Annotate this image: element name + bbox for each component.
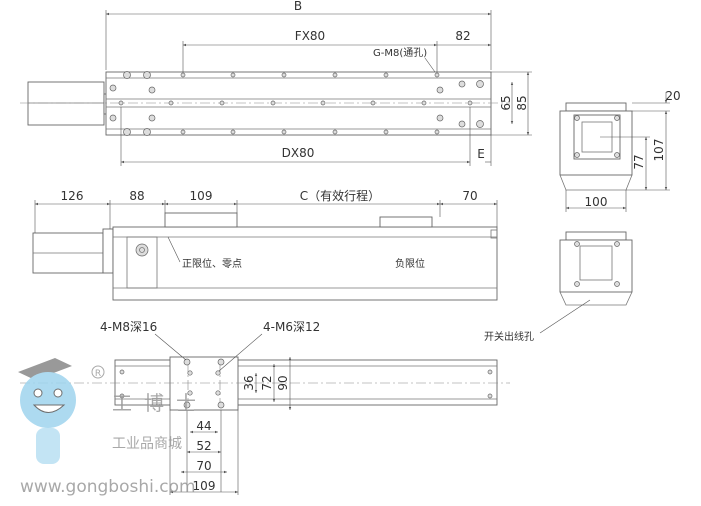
mounting-hole — [458, 80, 466, 88]
dim-77-label: 77 — [632, 154, 646, 169]
mounting-hole — [476, 120, 484, 128]
mounting-hole — [148, 86, 156, 94]
negative-limit-label: 负限位 — [395, 257, 425, 270]
mounting-hole — [476, 80, 484, 88]
top-view: B FX80 82 G-M8(通孔) DX80 E 65 85 — [20, 0, 532, 166]
url-watermark: www.gongboshi.com — [20, 477, 196, 497]
dim-c-label: C（有效行程） — [300, 188, 380, 203]
brand-watermark: 工博士 — [112, 391, 208, 415]
mounting-hole — [281, 129, 287, 135]
dim-70-label: 70 — [462, 189, 477, 203]
slogan-watermark: 工业品商城 — [112, 436, 182, 452]
mounting-hole — [230, 129, 236, 135]
dim-44-label: 44 — [196, 419, 211, 433]
mounting-hole — [123, 128, 131, 136]
mounting-hole — [219, 100, 225, 106]
dim-109-bottom-label: 109 — [193, 479, 216, 493]
mounting-hole — [383, 72, 389, 78]
mounting-hole — [180, 72, 186, 78]
mounting-hole — [123, 71, 131, 79]
watermark-logo: R 工博士 工业品商城 www.gongboshi.com — [18, 358, 208, 497]
dim-100-label: 100 — [585, 195, 608, 209]
mounting-hole — [458, 120, 466, 128]
dim-65-label: 65 — [499, 95, 513, 110]
motor-top — [27, 81, 105, 126]
end-view-side: 开关出线孔 — [484, 231, 633, 343]
dim-52-label: 52 — [196, 439, 211, 453]
mounting-hole — [332, 72, 338, 78]
m8-note-label: 4-M8深16 — [100, 320, 157, 334]
mounting-hole — [281, 72, 287, 78]
dim-b-label: B — [294, 0, 302, 13]
mounting-hole — [168, 100, 174, 106]
dim-82-label: 82 — [455, 29, 470, 43]
slider-block — [164, 212, 238, 228]
dim-e-label: E — [477, 147, 485, 161]
mounting-hole — [436, 114, 444, 122]
mounting-hole — [467, 100, 473, 106]
mounting-hole — [180, 129, 186, 135]
bottom-view: 4-M8深16 4-M6深12 36 72 90 44 52 70 109 — [20, 320, 510, 495]
side-view: 126 88 109 C（有效行程） 70 正限位、零点 负限位 — [32, 188, 498, 301]
mounting-hole — [148, 114, 156, 122]
actuator-body-side — [112, 226, 498, 301]
mounting-hole — [143, 128, 151, 136]
mounting-hole — [143, 71, 151, 79]
dim-90-label: 90 — [276, 375, 290, 390]
mounting-hole — [109, 114, 117, 122]
dim-70-bottom-label: 70 — [196, 459, 211, 473]
registered-mark: R — [95, 369, 101, 379]
mounting-hole — [109, 84, 117, 92]
dim-36-label: 36 — [242, 375, 256, 390]
dim-85-label: 85 — [515, 95, 529, 110]
positive-limit-label: 正限位、零点 — [182, 257, 242, 270]
slider-bottom — [169, 356, 239, 411]
dim-107-label: 107 — [652, 139, 666, 162]
dim-dx-label: DX80 — [282, 146, 315, 160]
mounting-hole — [370, 100, 376, 106]
mounting-hole — [436, 86, 444, 94]
m6-note-label: 4-M6深12 — [263, 320, 320, 334]
mounting-hole — [434, 129, 440, 135]
mounting-hole — [270, 100, 276, 106]
mounting-hole — [383, 129, 389, 135]
mounting-hole — [320, 100, 326, 106]
dim-88-label: 88 — [129, 189, 144, 203]
mounting-hole — [332, 129, 338, 135]
actuator-body-top — [105, 71, 492, 136]
end-view-top: 20 107 77 100 — [559, 89, 681, 212]
dim-fx-label: FX80 — [295, 29, 325, 43]
hole-note-label: G-M8(通孔) — [373, 47, 427, 59]
dim-126-label: 126 — [61, 189, 84, 203]
switch-hole-label: 开关出线孔 — [484, 330, 534, 343]
dim-72-label: 72 — [260, 375, 274, 390]
mounting-hole — [230, 72, 236, 78]
dim-109-label: 109 — [190, 189, 213, 203]
mounting-hole — [118, 100, 124, 106]
mounting-hole — [434, 72, 440, 78]
dim-20-label: 20 — [665, 89, 680, 103]
mounting-hole — [421, 100, 427, 106]
